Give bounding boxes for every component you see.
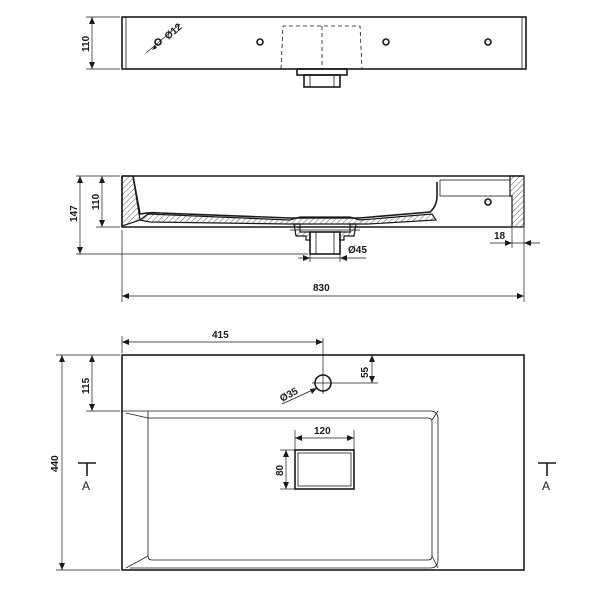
total-width-label: 830 [313,283,330,294]
width-arrow-left [122,293,129,299]
plan-bowl-corner-bl [125,555,149,569]
plan-bowl-inner [147,417,433,561]
drain-dim-arrow-right [340,255,347,261]
tap-offset-arrow-top [89,355,95,362]
section-marker-left: A [78,462,96,493]
depth-label: 440 [50,455,61,472]
half-width-label: 415 [212,330,229,341]
overflow-height-label: 80 [275,464,286,476]
inner-height-arrow-bottom [99,220,105,227]
drain-flange [296,68,348,76]
width-arrow-right [517,293,524,299]
total-height-arrow-top [77,176,83,183]
wall-offset-label: 18 [494,231,506,242]
inner-height-arrow-top [99,176,105,183]
overflow-height-arrow-top [283,450,289,457]
mounting-hole-2 [256,38,264,46]
front-height-label: 110 [81,35,92,52]
section-view: Ø45 18 147 110 830 [69,175,540,302]
basin-front-outline [121,16,527,70]
hole-diameter-leader [145,23,181,54]
half-width-arrow-left [122,339,129,345]
section-drain-pipe [309,231,341,255]
total-height-arrow-bottom [77,247,83,254]
wall-dim-arrow-right [524,240,531,246]
drain-pipe [303,74,341,88]
front-height-arrow-bottom [89,62,95,69]
hidden-drain-housing [280,25,363,70]
tap-center-arrow-bottom [369,376,375,383]
tap-center-label: 55 [360,366,371,378]
section-marker-right-label: A [542,479,550,493]
section-tap-hole [484,198,492,206]
section-marker-left-label: A [82,479,90,493]
overflow-width-label: 120 [314,426,331,437]
section-basin-floor [138,213,438,225]
section-right-wall [509,175,525,228]
tap-offset-arrow-bottom [89,404,95,411]
plan-drain-cover-outer [294,449,355,490]
tap-hole-diameter-label: Ø35 [278,386,300,405]
plan-view: Ø35 415 55 115 440 120 [50,330,556,571]
section-basin-interior [132,175,438,219]
depth-arrow-top [59,355,65,362]
inner-height-label: 110 [91,193,102,210]
drain-dim-arrow-left [303,255,310,261]
wall-dim-arrow-left [505,240,512,246]
depth-arrow-bottom [59,563,65,570]
plan-drain-cover-inner [297,452,352,487]
hole-diameter-label: Ø12 [163,21,185,42]
mounting-hole-3 [382,38,390,46]
overflow-width-arrow-right [347,435,354,441]
plan-bowl-corner-br [431,555,439,569]
section-marker-right: A [538,462,556,493]
plan-bowl-outer [122,410,439,569]
hole-diameter-arrow [152,45,157,50]
front-elevation-view: Ø12 110 [81,16,527,88]
total-height-label: 147 [69,205,80,222]
front-height-arrow-top [89,17,95,24]
mounting-hole-1 [154,38,162,46]
half-width-arrow-right [316,339,323,345]
overflow-height-arrow-bottom [283,482,289,489]
overflow-width-arrow-left [295,435,302,441]
section-drain-insert-right [339,223,357,241]
drain-diameter-label: Ø45 [348,245,367,256]
section-tap-deck [439,179,511,197]
tap-diameter-arrow [310,388,317,394]
plan-bowl-corner-tr [431,410,439,421]
tap-center-arrow-top [369,355,375,362]
section-basin-outer [121,176,512,228]
mounting-hole-4 [484,38,492,46]
tap-offset-label: 115 [81,377,92,394]
plan-bowl-corner-tl [125,412,149,419]
